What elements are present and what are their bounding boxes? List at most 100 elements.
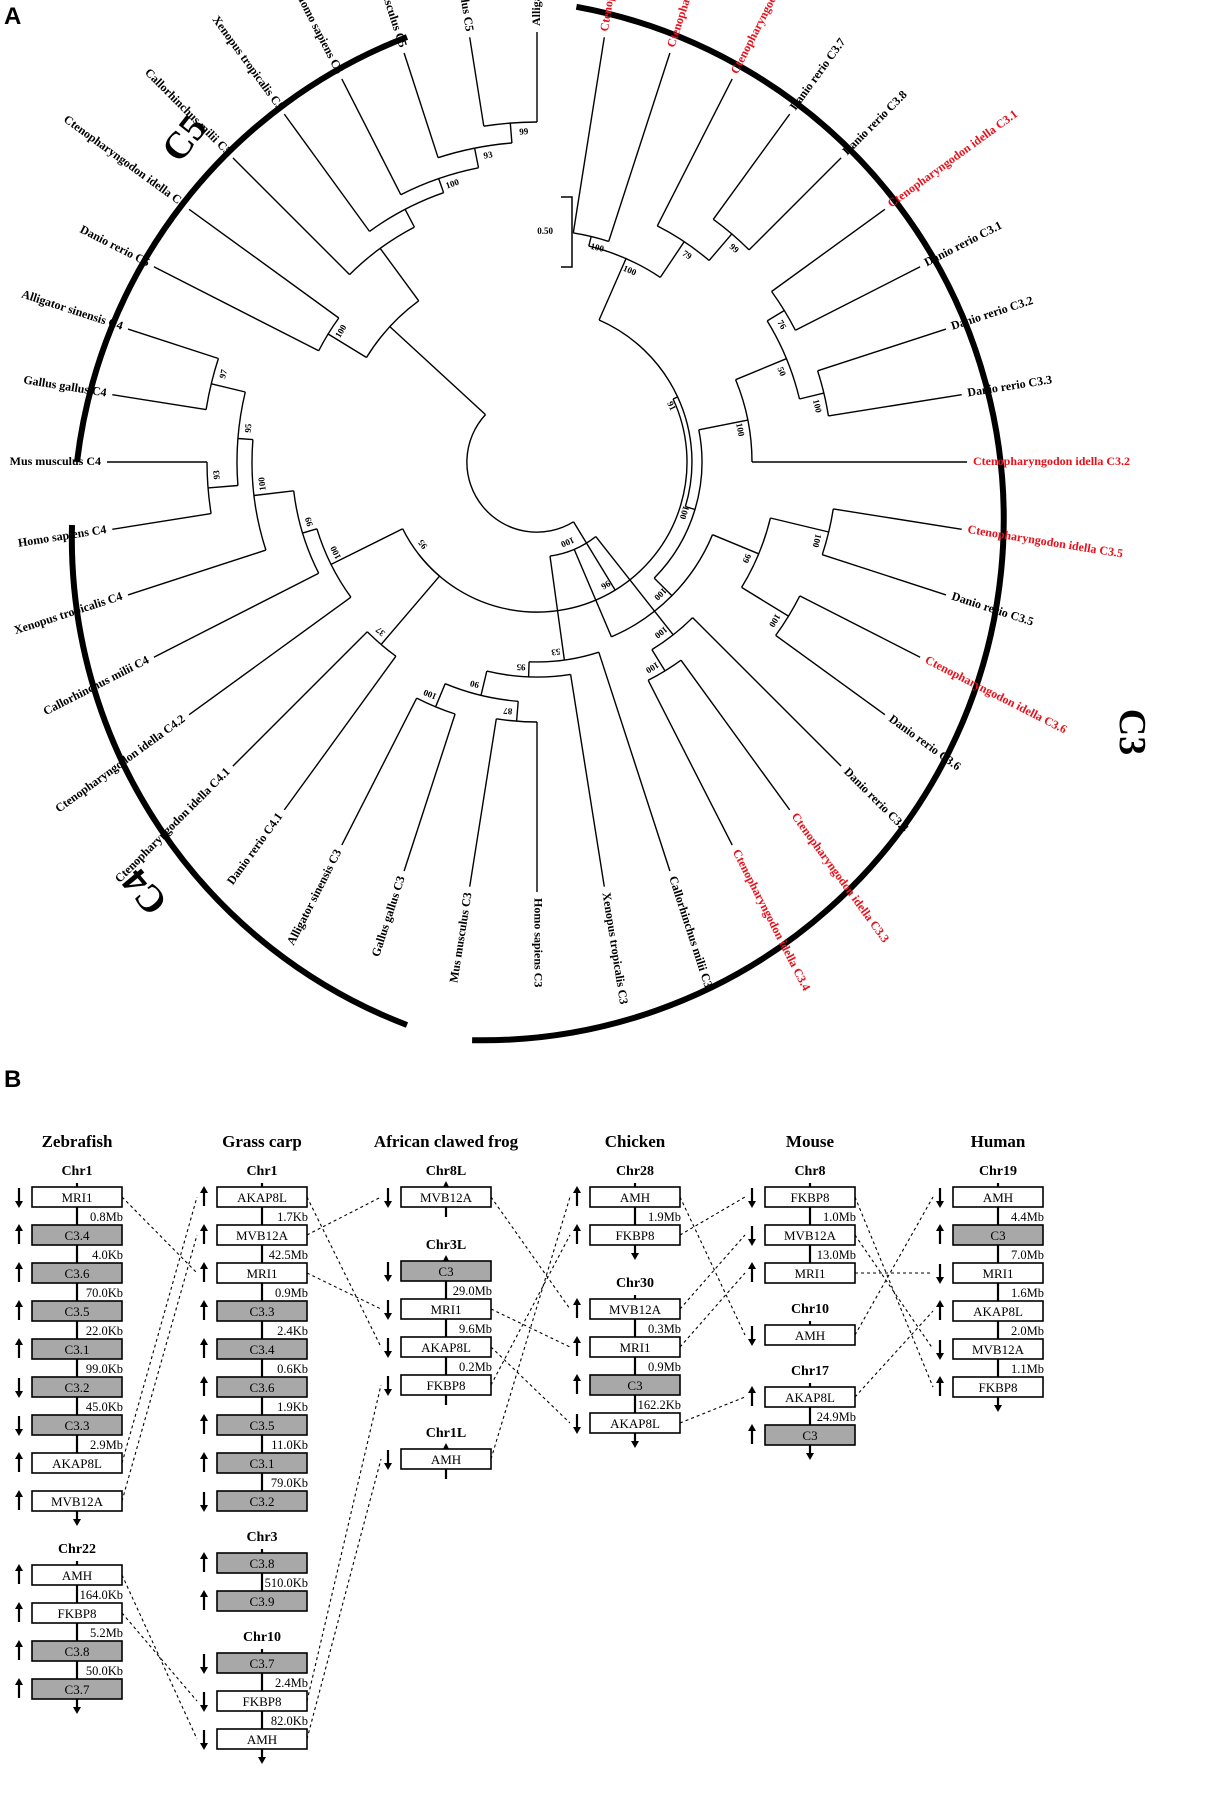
leaf-label: Homo sapiens C4 <box>17 522 107 550</box>
branch-arc <box>402 528 441 577</box>
chromosome-label: Chr1L <box>426 1426 466 1441</box>
branch <box>438 178 445 193</box>
panel-b-label: B <box>4 1066 21 1093</box>
bootstrap-value: 93 <box>483 149 494 161</box>
branch <box>653 577 673 597</box>
branch-arc <box>418 398 688 613</box>
synteny-connector <box>121 1612 198 1702</box>
chromosome-block: Chr1L AMH <box>384 1426 492 1479</box>
branch <box>651 649 666 672</box>
leaf-label: Ctenopharyngodon idella C3.5 <box>967 522 1124 560</box>
bootstrap-value: 93 <box>211 469 222 479</box>
branch-arc <box>529 651 600 663</box>
c3-gene-box <box>216 1590 308 1612</box>
branch-arc <box>316 528 352 598</box>
branch <box>828 394 962 417</box>
branch <box>127 328 219 360</box>
leaf-label: Ctenopharyngodon idella C3.2 <box>973 454 1130 468</box>
chromosome-label: Chr8 <box>794 1164 825 1179</box>
synteny-connector <box>490 1308 571 1348</box>
branch-arc <box>251 439 267 551</box>
chromosome-block: Chr19AMH4.4MbC37.0MbMRI11.6MbAKAP8L2.0Mb… <box>936 1164 1044 1412</box>
bootstrap-value: 100 <box>811 398 824 414</box>
leaf-label: Ctenopharyngodon idella C3.6 <box>923 653 1069 737</box>
branch <box>572 37 605 234</box>
branch <box>509 122 513 144</box>
gene-name: MVB12A <box>609 1302 662 1317</box>
synteny-connector <box>679 1272 746 1348</box>
gene-name: FKBP8 <box>242 1694 281 1709</box>
gene-name: AKAP8L <box>785 1390 835 1405</box>
gene-box <box>31 1452 123 1474</box>
bootstrap-value: 91 <box>665 400 678 413</box>
chromosome-block: Chr1AKAP8L1.7KbMVB12A42.5MbMRI10.9MbC3.3… <box>200 1164 308 1512</box>
gene-distance: 0.9Mb <box>648 1360 681 1374</box>
branch-arc <box>549 536 597 557</box>
gene-distance: 0.3Mb <box>648 1322 681 1336</box>
bootstrap-value: 95 <box>243 423 254 433</box>
branch <box>403 52 439 158</box>
gene-distance: 2.4Kb <box>277 1324 308 1338</box>
leaf-label: Ctenopharyngodon idella C3.3 <box>789 810 893 945</box>
scale-bar-label: 0.50 <box>537 226 553 236</box>
bootstrap-value: 99 <box>519 126 529 137</box>
synteny-connector <box>306 1384 382 1702</box>
gene-name: AMH <box>431 1452 461 1467</box>
bootstrap-value: 95 <box>416 537 430 551</box>
chromosome-block: Chr1MRI10.8MbC3.44.0KbC3.670.0KbC3.522.0… <box>15 1164 123 1526</box>
synteny-connector <box>490 1196 571 1460</box>
gene-name: MVB12A <box>784 1228 837 1243</box>
branch <box>127 549 267 596</box>
bootstrap-value: 100 <box>328 544 343 561</box>
bootstrap-value: 100 <box>622 263 639 278</box>
gene-name: AKAP8L <box>973 1304 1023 1319</box>
leaf-label: Mus musculus C4 <box>10 454 101 468</box>
gene-name: MRI1 <box>794 1266 825 1281</box>
branch-arc <box>598 319 693 507</box>
leaf-label: Danio rerio C3.8 <box>839 87 909 157</box>
gene-name: FKBP8 <box>615 1228 654 1243</box>
c3-gene-box <box>216 1490 308 1512</box>
gene-distance: 29.0Mb <box>453 1284 492 1298</box>
gene-distance: 1.0Mb <box>823 1210 856 1224</box>
synteny-connector <box>679 1196 746 1236</box>
panel-a-phylogenetic-tree: A C5 C3 C4 0.50 Ctenopharyngodon idella … <box>4 0 1153 1044</box>
gene-name: AMH <box>983 1190 1013 1205</box>
branch <box>588 236 592 247</box>
branch <box>692 617 842 767</box>
branch-arc <box>369 192 444 232</box>
gene-name: C3.2 <box>65 1380 90 1395</box>
synteny-connector <box>854 1310 934 1398</box>
bootstrap-value: 37 <box>373 625 387 639</box>
branch <box>469 37 485 127</box>
branch <box>515 701 519 722</box>
branch-arc <box>400 167 479 196</box>
branch <box>211 383 246 393</box>
chromosome-label: Chr10 <box>243 1630 281 1645</box>
bootstrap-value: 100 <box>421 687 438 702</box>
branch-arc <box>656 225 710 262</box>
branch-arc <box>437 142 512 159</box>
panel-a-label: A <box>4 3 21 30</box>
leaf-label: Xenopus tropicalis C5 <box>210 13 288 113</box>
bootstrap-value: 99 <box>303 516 315 528</box>
synteny-connector <box>306 1458 382 1740</box>
gene-distance: 1.9Mb <box>648 1210 681 1224</box>
branch <box>188 208 340 319</box>
leaf-label: Alligator sinensis C5 <box>529 0 543 26</box>
synteny-connector <box>306 1196 382 1236</box>
branch <box>153 572 320 658</box>
gene-distance: 0.9Mb <box>275 1286 308 1300</box>
panel-b-synteny: B ZebrafishChr1MRI10.8MbC3.44.0KbC3.670.… <box>4 1066 1044 1764</box>
chromosome-label: Chr22 <box>58 1542 96 1557</box>
leaf-label: Alligator sinensis C3 <box>284 847 345 948</box>
branch <box>188 596 352 716</box>
chromosome-label: Chr8L <box>426 1164 466 1179</box>
bootstrap-value: 99 <box>728 241 742 255</box>
strand-down-arrow <box>258 1757 266 1764</box>
strand-down-arrow <box>806 1453 814 1460</box>
synteny-connector <box>121 1196 198 1464</box>
species-column: ZebrafishChr1MRI10.8MbC3.44.0KbC3.670.0K… <box>15 1132 123 1714</box>
gene-name: C3 <box>438 1264 453 1279</box>
